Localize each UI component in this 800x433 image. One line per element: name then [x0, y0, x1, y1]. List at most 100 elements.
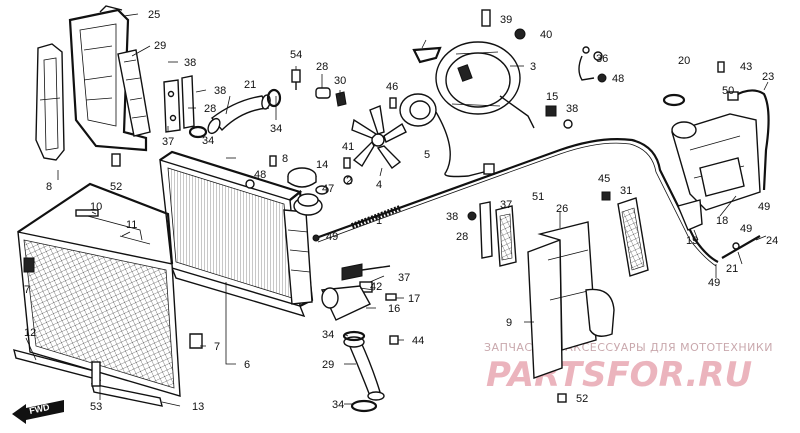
callout-15: 14	[316, 159, 328, 171]
callout-34-left: 34	[202, 135, 214, 147]
clip-7-left	[23, 257, 35, 273]
clamp-34-lower	[342, 330, 378, 413]
bolt-45	[601, 191, 611, 201]
bolt-44	[389, 335, 399, 345]
callout-9: 8	[46, 181, 52, 193]
callout-48-top: 48	[612, 73, 624, 85]
rubber-16	[545, 105, 557, 117]
shroud-frame	[68, 5, 148, 152]
callout-43: 42	[370, 281, 382, 293]
callout-49-hose: 49	[326, 231, 338, 243]
bolt-52-bottom	[557, 393, 567, 403]
grille-36	[495, 205, 517, 267]
washer-2	[343, 175, 353, 185]
watermark-brand: PARTSFOR.RU	[486, 355, 752, 395]
callout-51: 51	[532, 191, 544, 203]
washer-48	[245, 179, 255, 189]
watermark-tagline: ЗАПЧАСТИ И АКСЕССУАРЫ ДЛЯ МОТОТЕХНИКИ	[484, 341, 773, 354]
callout-45: 45	[598, 173, 610, 185]
callout-28-mid: 28	[456, 231, 468, 243]
callout-1: 1	[376, 215, 382, 227]
callout-33: 31	[620, 185, 632, 197]
leader-lines	[25, 13, 769, 407]
forward-label: FWD	[28, 402, 51, 416]
callout-42-mid: 41	[342, 141, 354, 153]
callout-6: 6	[244, 359, 250, 371]
reserve-tank	[671, 113, 761, 211]
callout-50: 50	[722, 85, 734, 97]
bolt-49-hose	[312, 234, 320, 242]
callout-12: 11	[126, 219, 137, 231]
wire-35	[578, 46, 603, 81]
bolt-42-mid	[343, 157, 351, 169]
callout-14: 13	[192, 401, 204, 413]
fan-shroud	[412, 41, 535, 129]
bracket-36	[163, 75, 195, 133]
callout-7-left: 7	[24, 284, 30, 296]
bracket-20	[677, 199, 703, 231]
radiator-cap	[287, 167, 317, 188]
callout-38-top: 38	[184, 57, 196, 69]
callout-4: 4	[376, 179, 382, 191]
callout-26: 25	[148, 9, 160, 21]
radiator-side-cover-left	[35, 43, 65, 161]
fan-blade	[351, 105, 407, 169]
overflow-hose-51	[315, 138, 719, 267]
hose-clamp	[188, 88, 282, 139]
clip-7-right	[189, 333, 203, 349]
collar-29	[315, 87, 331, 99]
callout-8: 8	[282, 153, 288, 165]
nut-30	[335, 91, 347, 107]
callout-49-r3: 49	[708, 277, 720, 289]
bolt-54	[291, 69, 301, 90]
callout-36-mid: 37	[500, 199, 512, 211]
thermo-sensor	[341, 263, 391, 281]
callout-10: 9	[506, 317, 512, 329]
callout-47: 47	[322, 183, 334, 195]
bar-14	[91, 361, 163, 407]
plug-18	[385, 293, 397, 301]
forward-arrow: FWD	[12, 400, 64, 424]
callout-30: 30	[334, 75, 346, 87]
bolt-41	[717, 61, 725, 73]
bolt-46	[389, 97, 397, 109]
callout-labels: 25 29 38 21 38 28 37 34 34 54 28 30 8 48…	[24, 9, 778, 413]
callout-19: 18	[716, 215, 728, 227]
bolt-40	[563, 119, 573, 129]
callout-2: 2	[346, 175, 352, 187]
side-cover-right	[527, 221, 615, 379]
callout-34-lower1: 34	[322, 329, 334, 341]
callout-42-top: 40	[540, 29, 552, 41]
bracket-32	[117, 49, 151, 137]
thermostat-housing	[320, 285, 371, 321]
nut-38-mid	[467, 211, 477, 221]
callout-34-lower2: 34	[332, 399, 344, 411]
callout-28-left: 28	[204, 103, 216, 115]
callout-29: 28	[316, 61, 328, 73]
filler-neck-47	[315, 185, 329, 195]
callout-25: 24	[766, 235, 778, 247]
callout-38-right: 38	[446, 211, 458, 223]
callout-36: 37	[162, 136, 174, 148]
callout-32: 29	[154, 40, 166, 52]
callout-48-left: 48	[254, 169, 266, 181]
callout-27: 26	[556, 203, 568, 215]
water-hose-31	[343, 336, 385, 401]
tank-hose-24	[733, 89, 770, 191]
callout-23: 21	[244, 79, 256, 91]
panel-33	[617, 197, 649, 277]
callout-54: 54	[290, 49, 302, 61]
fan-motor	[399, 93, 495, 178]
callout-41: 43	[740, 61, 752, 73]
radiator	[159, 150, 323, 318]
nut-48-top	[597, 73, 607, 83]
callout-44: 44	[412, 335, 424, 347]
clip-50	[727, 91, 739, 101]
callout-52-left: 52	[110, 181, 122, 193]
callout-31: 29	[322, 359, 334, 371]
hose-23	[207, 94, 271, 135]
bolt-39	[481, 9, 491, 27]
callout-21: 20	[678, 55, 690, 67]
